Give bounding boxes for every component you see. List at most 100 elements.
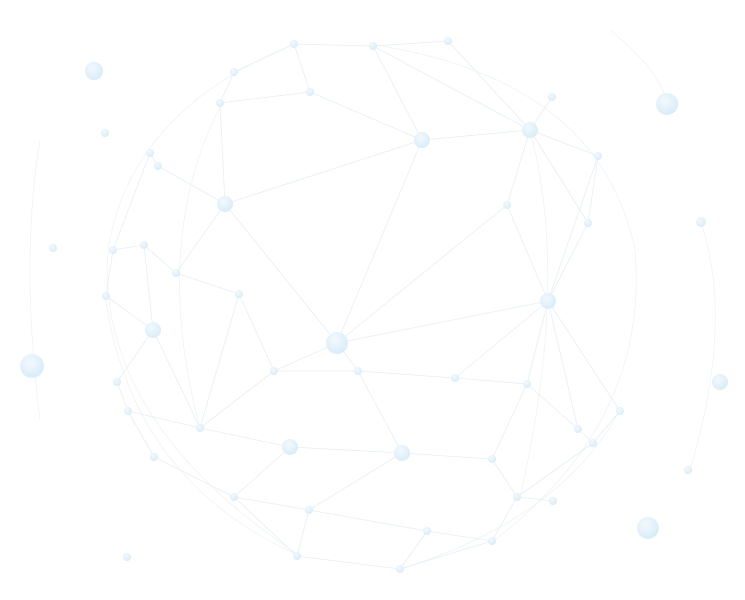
network-node	[85, 62, 103, 80]
network-node	[305, 506, 313, 514]
network-node	[270, 367, 278, 375]
network-edge	[309, 91, 423, 141]
network-node	[216, 99, 224, 107]
network-edge	[293, 43, 311, 93]
network-edge	[399, 540, 493, 570]
network-node	[140, 241, 148, 249]
network-edge	[308, 509, 428, 532]
network-edge	[547, 155, 599, 302]
network-node	[150, 453, 158, 461]
network-node	[230, 493, 238, 501]
network-edge	[506, 204, 549, 302]
network-edge	[219, 91, 311, 104]
network-edge	[273, 342, 338, 372]
network-node	[154, 162, 162, 170]
network-node	[49, 244, 57, 252]
network-node	[394, 445, 410, 461]
network-node	[145, 322, 161, 338]
network-edge	[401, 452, 493, 460]
network-node	[488, 537, 496, 545]
network-node	[196, 424, 204, 432]
network-edge	[105, 295, 154, 331]
network-edge	[421, 129, 531, 141]
network-node	[488, 455, 496, 463]
network-edge	[175, 272, 240, 295]
network-edge	[105, 249, 114, 297]
network-node	[113, 378, 121, 386]
network-node	[451, 374, 459, 382]
network-edge	[372, 40, 449, 47]
network-edge	[357, 370, 456, 379]
network-node	[217, 196, 233, 212]
network-edge	[112, 244, 145, 251]
network-node	[423, 527, 431, 535]
network-edge	[112, 152, 151, 251]
network-edge	[547, 222, 589, 302]
network-node	[146, 149, 154, 157]
network-node	[444, 37, 452, 45]
network-edge	[219, 102, 226, 205]
network-edge	[529, 129, 589, 224]
network-edge	[296, 509, 310, 557]
network-edge	[526, 383, 579, 430]
network-edge	[238, 293, 275, 372]
network-edge	[157, 165, 226, 205]
globe-outline-arcs	[29, 29, 716, 570]
network-node	[656, 93, 678, 115]
network-edge	[357, 370, 403, 454]
network-node	[123, 553, 131, 561]
network-edge	[336, 204, 508, 344]
network-edge	[399, 530, 428, 570]
network-edge	[224, 203, 338, 344]
network-edge	[152, 329, 201, 429]
network-edge	[506, 129, 531, 206]
network-edge	[175, 203, 226, 274]
network-edge	[143, 244, 177, 274]
network-edge	[454, 377, 528, 385]
network-node	[513, 493, 521, 501]
network-node	[290, 40, 298, 48]
network-edge	[587, 155, 599, 224]
network-edge	[116, 381, 129, 412]
network-node	[522, 122, 538, 138]
network-edge	[308, 452, 403, 511]
network-edge	[116, 329, 154, 383]
network-node	[589, 439, 597, 447]
network-edge	[233, 496, 298, 557]
network-node	[549, 497, 557, 505]
network-edge	[127, 410, 201, 429]
network-nodes	[20, 37, 728, 573]
network-node	[326, 332, 348, 354]
network-edge	[491, 496, 518, 542]
network-node	[637, 517, 659, 539]
network-node	[594, 152, 602, 160]
network-node	[230, 68, 238, 76]
network-node	[584, 219, 592, 227]
network-node	[503, 201, 511, 209]
network-edge	[547, 300, 579, 430]
network-edge	[233, 43, 295, 73]
network-node	[523, 380, 531, 388]
network-edge	[372, 45, 423, 141]
network-node	[414, 132, 430, 148]
network-edge	[336, 300, 549, 344]
network-node	[354, 367, 362, 375]
network-edge	[153, 456, 235, 498]
network-edge	[199, 293, 240, 429]
network-edge	[289, 446, 403, 454]
network-edge	[199, 427, 291, 448]
network-node	[369, 42, 377, 50]
network-edge	[233, 446, 291, 498]
network-edge	[526, 300, 549, 385]
network-edge	[516, 442, 594, 498]
network-edge	[491, 383, 528, 460]
network-node	[574, 425, 582, 433]
network-node	[102, 292, 110, 300]
network-edge	[336, 139, 423, 344]
network-edge	[219, 71, 235, 104]
network-edge	[426, 530, 493, 542]
network-edge	[296, 555, 401, 570]
network-edge	[491, 458, 518, 498]
network-edge	[516, 496, 554, 502]
